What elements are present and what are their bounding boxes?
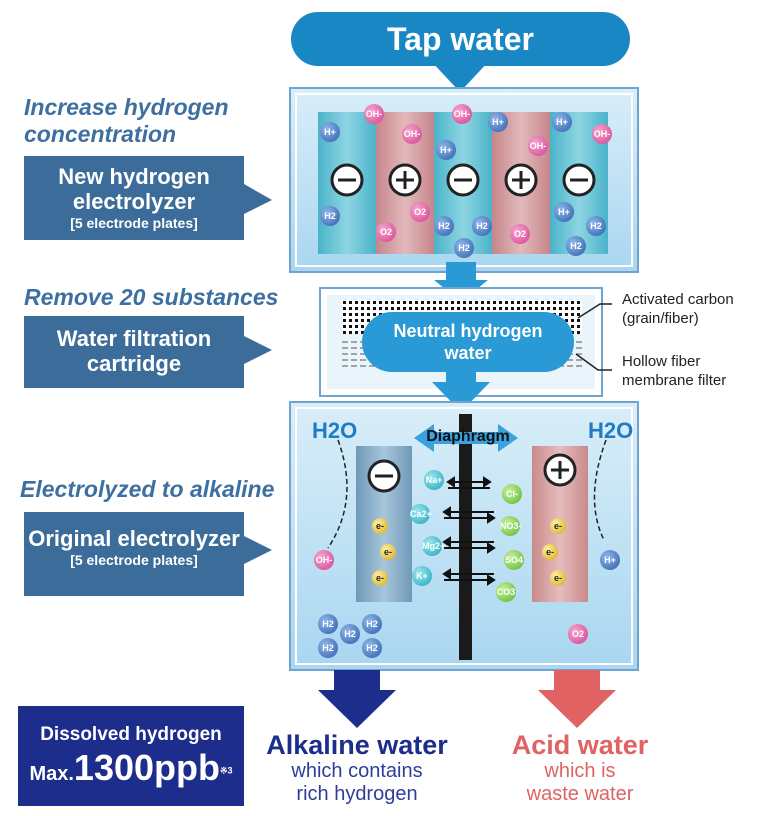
reaction-arrow-right [593,439,607,541]
activated-carbon-note: Activated carbon (grain/fiber) [622,290,762,328]
h-plus-ion: H+ [552,112,572,132]
dissolved-line1: Dissolved hydrogen [40,724,222,745]
electron: e- [372,570,388,586]
alkaline-sub2: rich hydrogen [296,783,418,805]
alkaline-water-caption: Alkaline water which contains rich hydro… [262,730,452,806]
h-plus-ion: H+ [320,122,340,142]
filtration-cartridge-label: Water filtration cartridge [24,316,244,388]
stage2-box-line2: cartridge [86,351,182,376]
note2-line1: Hollow fiber [622,353,701,370]
hydrogen-molecule: H2 [340,624,360,644]
electron: e- [380,544,396,560]
neutral-hydrogen-water-label: Neutral hydrogen water [362,312,574,372]
dissolved-prefix: Max. [29,763,74,785]
ion-arrows [442,476,496,586]
hydrogen-molecule: H2 [454,238,474,258]
hydrogen-molecule: H2 [320,206,340,226]
stage1-heading-line1: Increase hydrogen [24,94,229,120]
hydrogen-molecule: H2 [362,638,382,658]
new-electrolyzer-label: New hydrogen electrolyzer [5 electrode p… [24,156,244,240]
acid-sub1: which is [544,760,616,782]
oxygen-molecule: O2 [568,624,588,644]
dissolved-note: ※3 [219,765,233,776]
diaphragm [459,414,472,660]
dissolved-value: 1300ppb [73,747,220,788]
chloride-ion: Cl- [502,484,522,504]
hydrogen-molecule: H2 [318,638,338,658]
reaction-arrow-left [327,439,348,549]
note1-line1: Activated carbon [622,291,734,308]
electron: e- [542,544,558,560]
stage1-heading: Increase hydrogen concentration [24,94,274,148]
dissolved-hydrogen-box: Dissolved hydrogen Max.1300ppb※3 [18,706,244,806]
polarity-signs [367,453,577,493]
hydrogen-molecule: H2 [586,216,606,236]
h2o-right-label: H2O [588,418,634,443]
alkaline-title: Alkaline water [266,730,448,760]
h-plus-ion: H+ [488,112,508,132]
sodium-ion: Na+ [424,470,444,490]
oxygen-molecule: O2 [510,224,530,244]
hydroxide-ion: OH- [314,550,334,570]
stage1-box-line2: electrolyzer [72,189,196,214]
flow-arrow [432,368,490,412]
neutral-line1: Neutral hydrogen [393,321,543,341]
stage3-box-line2: [5 electrode plates] [70,552,198,568]
stage1-box-line3: [5 electrode plates] [70,215,198,231]
neutral-line2: water [444,343,492,363]
note2-line2: membrane filter [622,372,727,389]
polarity-signs [330,163,596,197]
sulfate-ion: SO4 [504,550,524,570]
acid-sub2: waste water [526,783,634,805]
original-electrolyzer-label: Original electrolyzer [5 electrode plate… [24,512,244,596]
hydrogen-molecule: H2 [362,614,382,634]
hydrogen-molecule: H2 [434,216,454,236]
calcium-ion: Ca2+ [410,504,432,524]
carbonate-ion: CO3 [496,582,516,602]
diaphragm-label: Diaphragm [426,428,510,445]
stage2-box-line1: Water filtration [56,326,212,351]
stage1-box-line1: New hydrogen [58,164,210,189]
oxygen-molecule: O2 [376,222,396,242]
acid-title: Acid water [511,730,649,760]
electron: e- [550,518,566,534]
h-plus-ion: H+ [554,202,574,222]
hydroxide-ion: OH- [402,124,422,144]
stage1-heading-line2: concentration [24,121,177,147]
alkaline-sub1: which contains [291,760,423,782]
acid-output-arrow [538,670,616,728]
note1-line2: (grain/fiber) [622,310,699,327]
tap-water-label: Tap water [291,12,630,66]
magnesium-ion: Mg2+ [422,536,445,556]
h-plus-ion: H+ [436,140,456,160]
hydroxide-ion: OH- [452,104,472,124]
acid-water-caption: Acid water which is waste water [500,730,660,806]
flow-arrow [434,262,488,302]
hollow-fiber-note: Hollow fiber membrane filter [622,352,762,390]
tap-water-arrow [430,60,490,92]
hydrogen-molecule: H2 [566,236,586,256]
h2o-left-label: H2O [312,418,358,443]
stage3-heading: Electrolyzed to alkaline [20,476,275,502]
electron: e- [372,518,388,534]
nitrate-ion: NO3- [500,516,522,536]
diaphragm-arrow [414,424,518,452]
alkaline-output-arrow [318,670,396,728]
oxygen-molecule: O2 [410,202,430,222]
hydroxide-ion: OH- [528,136,548,156]
h-plus-ion: H+ [600,550,620,570]
hydroxide-ion: OH- [364,104,384,124]
stage3-box-line1: Original electrolyzer [28,526,240,551]
hydrogen-molecule: H2 [318,614,338,634]
hydrogen-molecule: H2 [472,216,492,236]
stage2-heading: Remove 20 substances [24,284,279,310]
electron: e- [550,570,566,586]
potassium-ion: K+ [412,566,432,586]
hydroxide-ion: OH- [592,124,612,144]
